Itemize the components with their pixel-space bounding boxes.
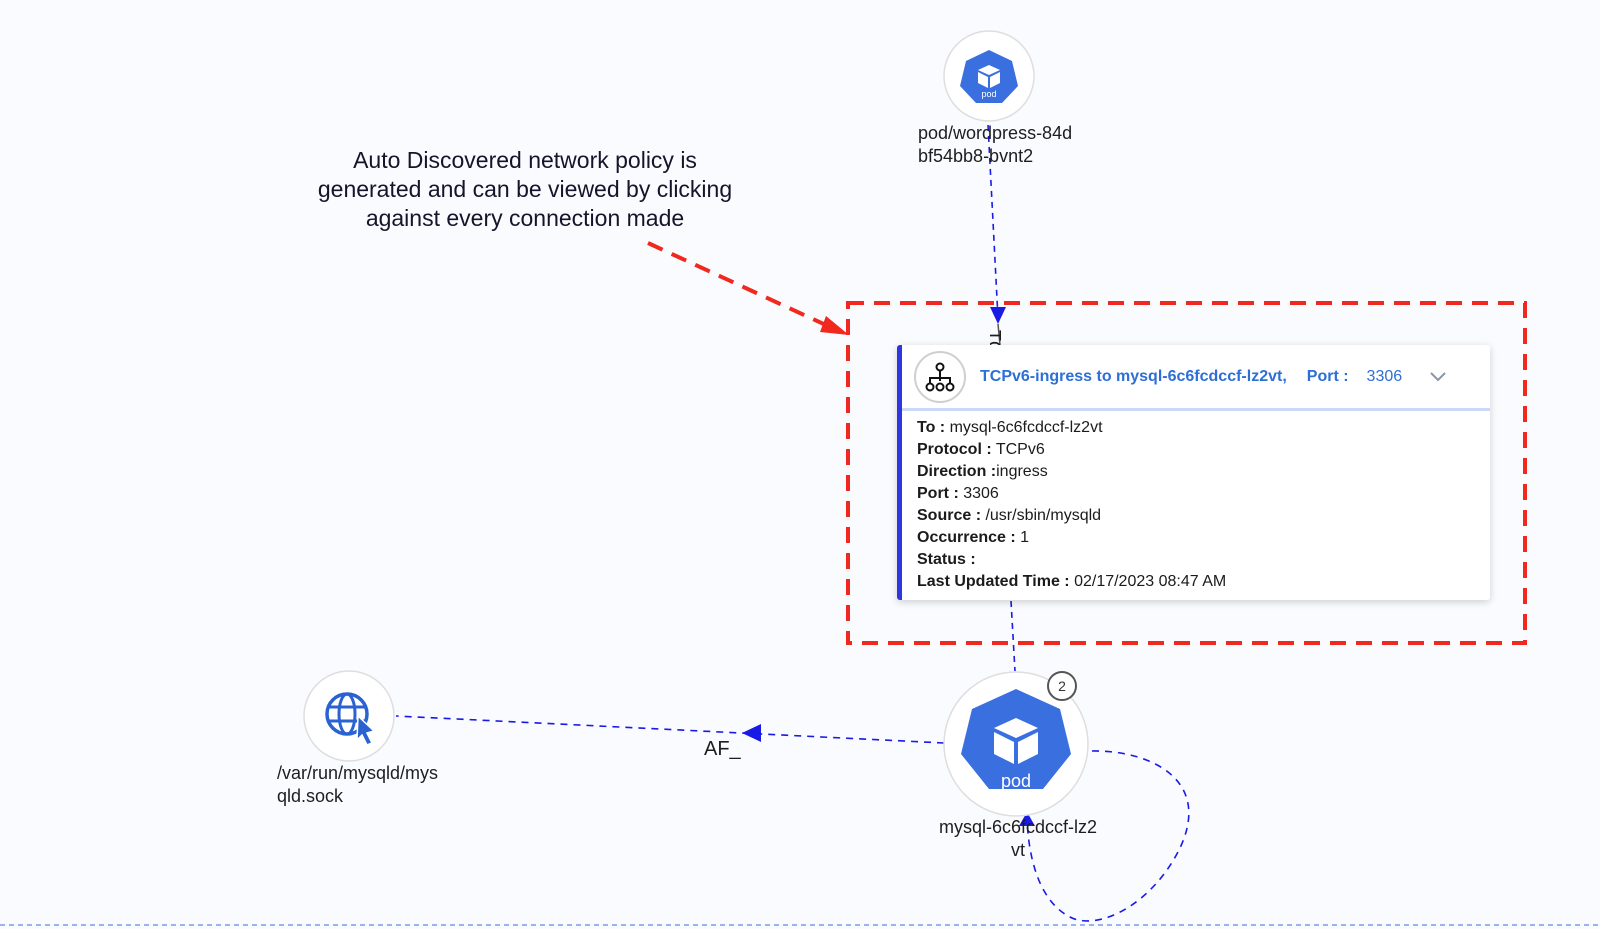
policy-port-label: Port : <box>1306 367 1349 385</box>
edge-mysql-self-loop[interactable] <box>1026 750 1190 922</box>
cube-icon <box>978 65 1000 88</box>
detail-row-occurrence: Occurrence : 1 <box>917 529 1030 546</box>
pod-icon <box>960 50 1018 103</box>
node-label-socket: /var/run/mysqld/mys qld.sock <box>277 762 438 808</box>
detail-row-last-updated: Last Updated Time : 02/17/2023 08:47 AM <box>917 573 1227 590</box>
policy-port-value: 3306 <box>1366 367 1403 385</box>
node-label-wordpress: pod/wordpress-84d bf54bb8-bvnt2 <box>918 122 1072 168</box>
node-label-line: /var/run/mysqld/mys <box>277 763 439 783</box>
detail-row-direction: Direction :ingress <box>917 463 1048 480</box>
chevron-down-icon[interactable] <box>1430 371 1446 382</box>
pod-icon <box>961 689 1071 789</box>
policy-card-header[interactable]: TCPv6-ingress to mysql-6c6fcdccf-lz2vt, … <box>902 345 1490 411</box>
edge-card-to-mysql <box>1010 600 1016 672</box>
policy-detail-card[interactable]: TCPv6-ingress to mysql-6c6fcdccf-lz2vt, … <box>897 345 1490 600</box>
pod-icon-text: pod <box>981 89 996 99</box>
annotation-arrowhead <box>820 316 849 335</box>
detail-row-status: Status : <box>917 551 976 568</box>
edge-mysql-to-socket[interactable] <box>395 715 945 744</box>
policy-title: TCPv6-ingress to mysql-6c6fcdccf-lz2vt, <box>980 367 1287 385</box>
edge-label-af: AF_ <box>704 738 741 760</box>
cube-icon <box>994 718 1038 764</box>
node-label-line: bf54bb8-bvnt2 <box>918 146 1034 166</box>
node-label-line: qld.sock <box>277 786 344 806</box>
annotation-text: Auto Discovered network policy is genera… <box>290 146 760 233</box>
annotation-arrow <box>647 241 829 328</box>
node-label-line: mysql-6c6fcdccf-lz2 <box>938 817 1098 837</box>
node-label-line: vt <box>1010 840 1025 860</box>
annotation-line: against every connection made <box>365 205 685 231</box>
pod-icon-text: pod <box>1001 771 1031 791</box>
highlight-box <box>846 301 1527 645</box>
edge-socket-arrowhead <box>742 724 761 742</box>
network-policy-icon <box>914 350 966 403</box>
edge-self-loop-arrowhead <box>1019 812 1035 826</box>
globe-cursor-icon <box>325 692 376 746</box>
annotation-line: Auto Discovered network policy is <box>353 147 697 173</box>
detail-row-protocol: Protocol : TCPv6 <box>917 441 1045 458</box>
edge-wordpress-arrowhead <box>990 307 1006 324</box>
connection-count-badge: 2 <box>1047 671 1077 701</box>
detail-row-source: Source : /usr/sbin/mysqld <box>917 507 1102 524</box>
edge-wordpress-to-mysql-tail <box>997 323 1001 346</box>
node-wordpress-pod[interactable]: pod <box>943 30 1035 122</box>
detail-row-to: To : mysql-6c6fcdccf-lz2vt <box>917 419 1103 436</box>
detail-row-port: Port : 3306 <box>917 485 999 502</box>
annotation-line: generated and can be viewed by clicking <box>317 176 733 202</box>
node-mysql-pod[interactable]: pod <box>943 671 1089 817</box>
node-mysql-socket[interactable] <box>303 670 395 762</box>
policy-details: To : mysql-6c6fcdccf-lz2vt Protocol : TC… <box>902 411 1490 593</box>
node-label-line: pod/wordpress-84d <box>918 123 1073 143</box>
node-label-mysql: mysql-6c6fcdccf-lz2 vt <box>918 816 1118 862</box>
